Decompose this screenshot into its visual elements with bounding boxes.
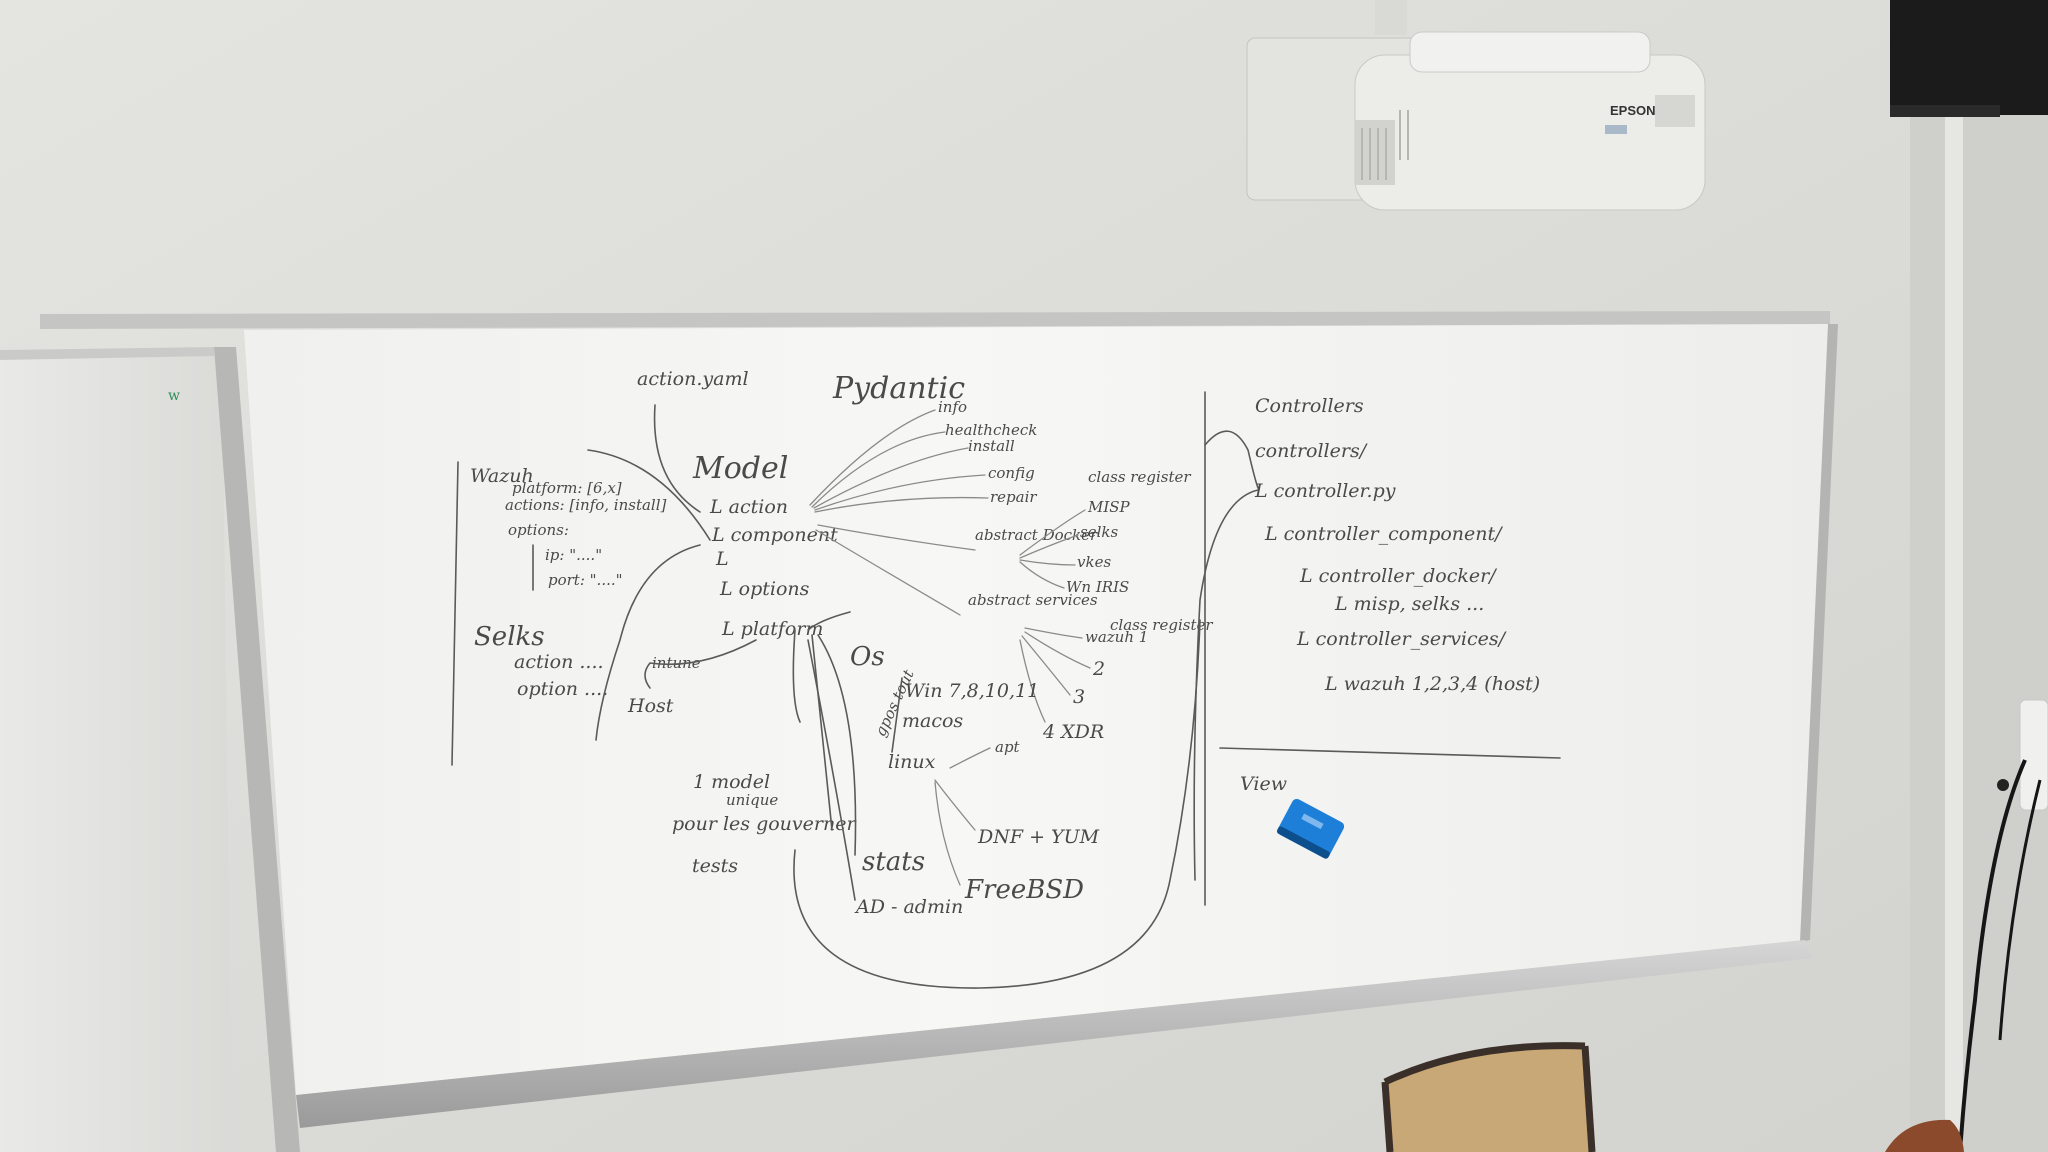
projector-brand: EPSON [1610, 103, 1656, 118]
services-4xdr: 4 XDR [1042, 721, 1104, 743]
branch-healthcheck: healthcheck [945, 421, 1037, 439]
model-item-empty: L [715, 548, 729, 570]
top-rail [40, 311, 1830, 329]
branch-info: info [938, 398, 967, 416]
model-item-component: L component [711, 524, 838, 546]
projector: EPSON [1246, 0, 1706, 211]
tree-controller-component: L controller_component/ [1264, 523, 1503, 545]
tree-controller-services: L controller_services/ [1296, 628, 1507, 650]
model-note-3: pour les gouverner [672, 813, 857, 835]
services-head: abstract services [968, 591, 1098, 609]
selks-action: action .... [514, 651, 604, 673]
right-panel-title: Controllers [1255, 395, 1364, 417]
model-item-options: L options [719, 578, 810, 600]
note-model: Model [692, 451, 788, 486]
speaker [1890, 0, 2048, 115]
os-macos: macos [902, 710, 963, 732]
docker-group: abstract Docker class register MISP selk… [975, 468, 1191, 596]
wazuh-block: Wazuh platform: [6,x] actions: [info, in… [470, 465, 667, 589]
docker-class-register: class register [1088, 468, 1191, 486]
left-whiteboard: w [0, 347, 300, 1152]
main-whiteboard [244, 324, 1838, 1128]
pydantic-branches: info healthcheck install config repair [938, 398, 1037, 506]
model-item-platform: L platform [721, 618, 823, 640]
note-ad-admin: AD - admin [854, 896, 963, 918]
services-group: abstract services class register wazuh 1… [968, 591, 1213, 743]
wazuh-actions: actions: [info, install] [505, 496, 667, 514]
branch-repair: repair [990, 488, 1037, 506]
branch-config: config [988, 464, 1035, 482]
tree-controller-docker: L controller_docker/ [1299, 565, 1497, 587]
whiteboard-notes: action.yaml Pydantic Model L action L co… [451, 368, 1561, 989]
services-class-register: class register [1110, 616, 1213, 634]
docker-vkes: vkes [1077, 553, 1111, 571]
model-items: L action L component L L options L platf… [709, 496, 838, 640]
os-freebsd: FreeBSD [964, 875, 1084, 905]
model-note-1: 1 model [693, 771, 770, 793]
wall-edge [1945, 110, 1963, 1152]
loop-curve [793, 619, 1201, 989]
second-chair [1885, 1119, 1964, 1152]
note-tests: tests [692, 855, 738, 877]
wazuh-port: port: "...." [548, 571, 623, 589]
note-action-yaml: action.yaml [637, 368, 749, 390]
note-pydantic: Pydantic [832, 371, 965, 406]
tree-controllers: controllers/ [1255, 440, 1368, 462]
wazuh-options: options: [508, 521, 569, 539]
note-intune: intune [652, 654, 701, 672]
note-host: Host [627, 695, 674, 717]
model-item-action: L action [709, 496, 788, 518]
model-note-2: unique [726, 791, 778, 809]
model-note: 1 model unique pour les gouverner [672, 771, 857, 835]
services-3: 3 [1073, 686, 1085, 708]
wazuh-ip: ip: "...." [545, 546, 602, 564]
chair [1381, 1042, 1596, 1152]
right-panel-view: View [1240, 773, 1287, 795]
os-linux: linux [888, 751, 936, 773]
wazuh-platform: platform: [6,x] [512, 479, 622, 497]
selks-title: Selks [474, 622, 545, 652]
docker-misp: MISP [1087, 498, 1131, 516]
branch-install: install [968, 437, 1015, 455]
wazuh-title: Wazuh [470, 465, 534, 487]
tree-wazuh-host: L wazuh 1,2,3,4 (host) [1324, 673, 1540, 695]
whiteboard-eraser [1276, 798, 1345, 859]
os-items: Win 7,8,10,11 macos linux apt DNF + YUM … [888, 680, 1100, 905]
services-wazuh: wazuh 1 [1085, 628, 1148, 646]
note-stats: stats [862, 847, 925, 877]
marker-tray [296, 940, 1812, 1128]
tree-controller-py: L controller.py [1254, 480, 1396, 502]
wall-cable [1958, 699, 2048, 1152]
os-dnf-yum: DNF + YUM [977, 826, 1100, 848]
selks-block: Selks action .... option .... [474, 622, 608, 700]
os-windows: Win 7,8,10,11 [905, 680, 1039, 702]
left-board-mark: w [168, 388, 180, 404]
note-os: Os [850, 642, 885, 672]
selks-option: option .... [517, 678, 608, 700]
speaker-bracket [1890, 105, 2000, 117]
docker-iris: Wn IRIS [1066, 578, 1129, 596]
docker-selks: selks [1080, 523, 1118, 541]
tree-misp-selks: L misp, selks ... [1334, 593, 1484, 615]
os-apt: apt [995, 738, 1021, 756]
right-panel: Controllers controllers/ L controller.py… [1219, 395, 1561, 795]
wall-corner [1910, 100, 2048, 1152]
services-2: 2 [1092, 658, 1105, 680]
